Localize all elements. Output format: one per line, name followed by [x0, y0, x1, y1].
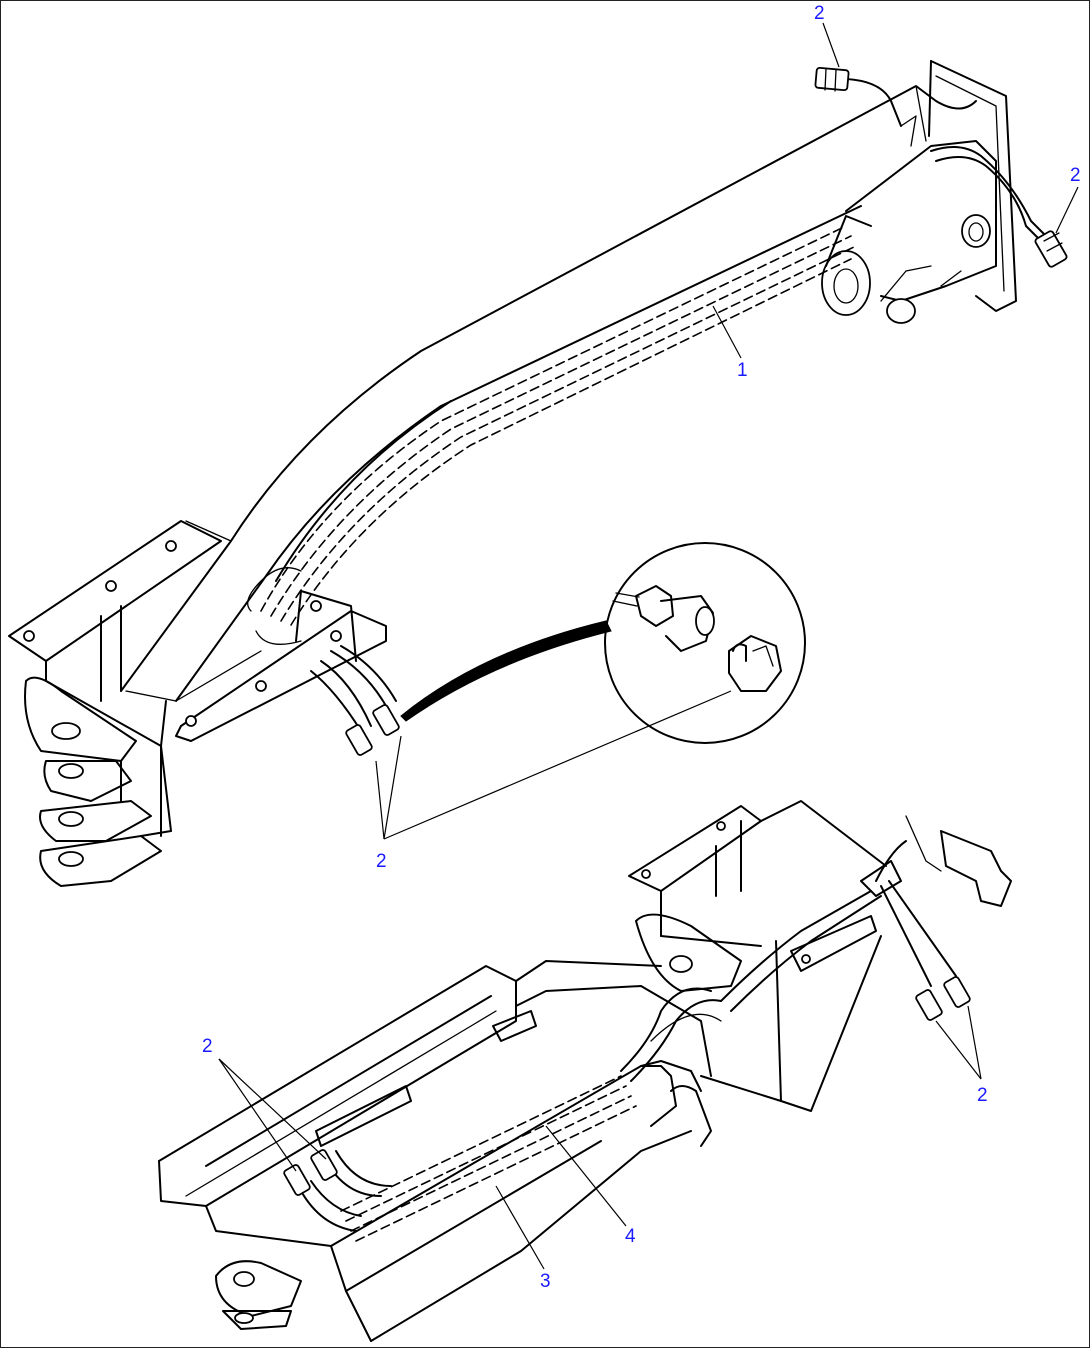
fittings-lower-right — [915, 976, 971, 1021]
upper-leaders — [375, 22, 1079, 840]
hose-harness-1 — [247, 78, 1047, 732]
callout-4: 4 — [625, 1226, 636, 1247]
callout-2-right-bottom: 2 — [977, 1085, 988, 1106]
upper-boom-frame — [8, 60, 1017, 887]
fittings-mid — [345, 704, 400, 756]
callout-2-right: 2 — [1070, 165, 1081, 186]
detail-magnifier — [400, 542, 806, 744]
callout-3: 3 — [540, 1271, 551, 1292]
callout-2-top: 2 — [814, 3, 825, 24]
lower-leaders — [218, 1005, 982, 1270]
hose-bundle-lower — [300, 840, 957, 1242]
fitting-top — [814, 66, 850, 92]
callout-2-mid: 2 — [376, 851, 387, 872]
lower-cradle-frame — [158, 800, 1012, 1342]
callout-1: 1 — [737, 360, 748, 381]
fitting-right — [1034, 230, 1068, 268]
callout-2-left-bottom: 2 — [202, 1036, 213, 1057]
fittings-lower-left — [283, 1149, 338, 1196]
